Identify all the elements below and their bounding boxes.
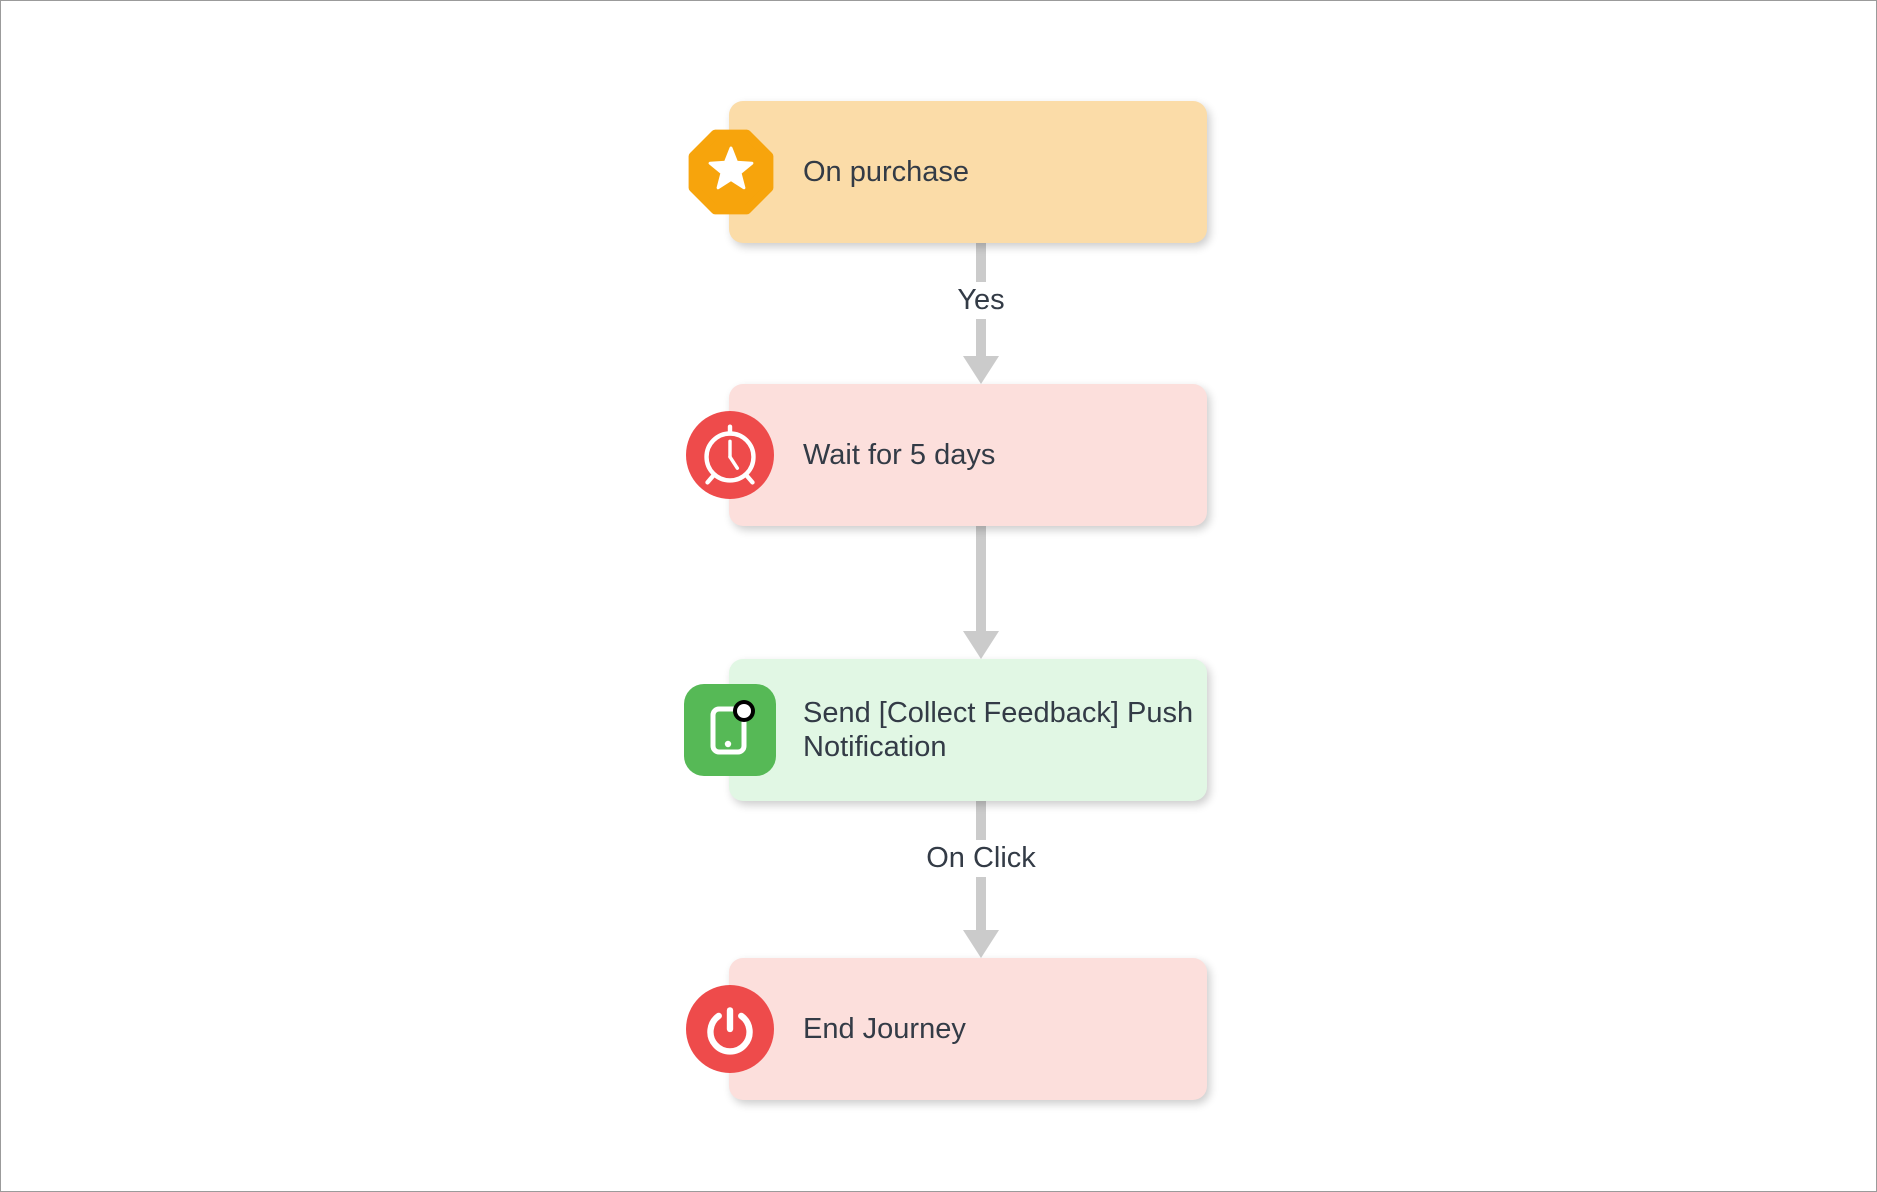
flow-node-on-purchase[interactable]: On purchase xyxy=(688,101,1207,243)
star-octagon-icon xyxy=(683,124,779,220)
alarm-clock-icon xyxy=(686,411,774,499)
node-label: Wait for 5 days xyxy=(803,439,996,471)
edge-label-on-click: On Click xyxy=(916,840,1046,877)
edge-line xyxy=(976,526,986,632)
flow-node-end-journey[interactable]: End Journey xyxy=(686,958,1207,1100)
node-label: On purchase xyxy=(803,156,970,188)
node-label: End Journey xyxy=(803,1013,966,1045)
node-label: Send [Collect Feedback] Push Notificatio… xyxy=(803,697,1194,763)
mobile-push-icon xyxy=(684,684,776,776)
arrow-down-icon xyxy=(963,631,999,659)
power-icon xyxy=(686,985,774,1073)
arrow-down-icon xyxy=(963,356,999,384)
edge-label-yes: Yes xyxy=(947,282,1015,319)
flow-node-wait[interactable]: Wait for 5 days xyxy=(686,384,1207,526)
flow-node-send-push[interactable]: Send [Collect Feedback] Push Notificatio… xyxy=(684,659,1207,801)
arrow-down-icon xyxy=(963,930,999,958)
